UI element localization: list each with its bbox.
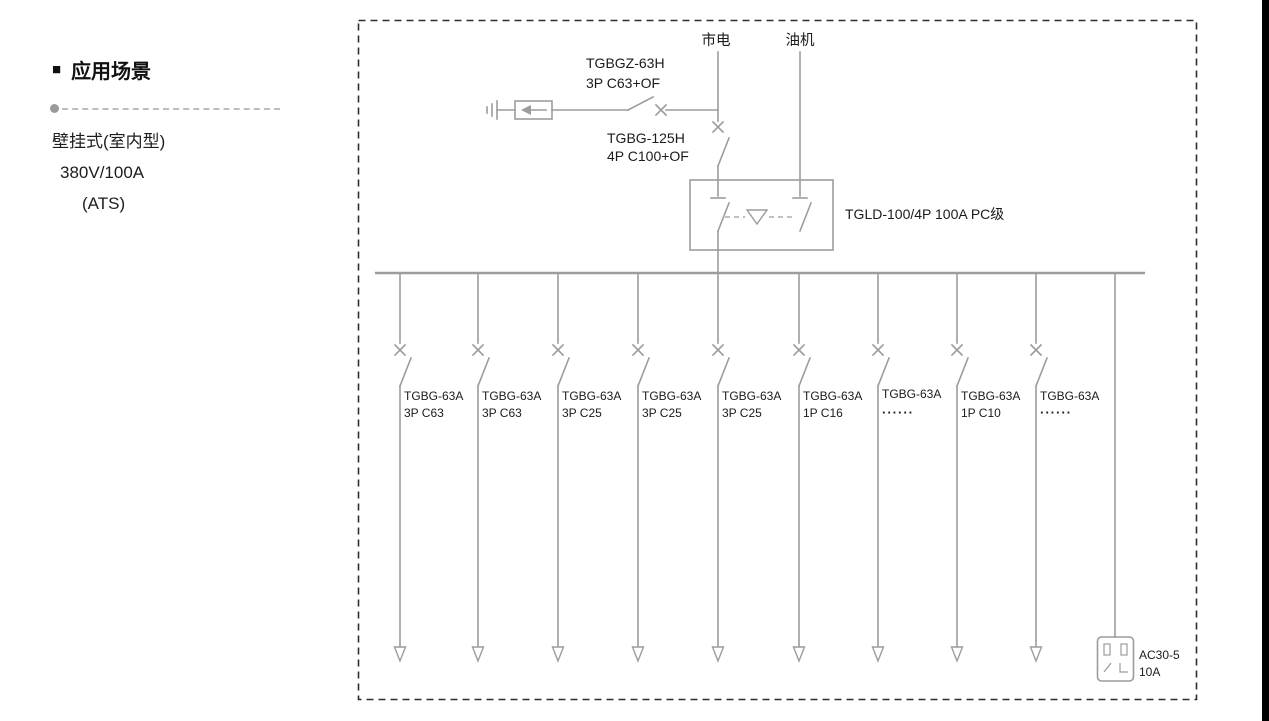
rating-label: 380V/100A (60, 163, 145, 182)
section-title: 应用场景 (71, 61, 152, 83)
feeder-model-label: TGBG-63A (722, 389, 781, 403)
feeder-group: TGBG-63A 3P C63 (393, 272, 463, 663)
dashed-divider (50, 104, 280, 113)
feeder-group: TGBG-63A 1P C10 (950, 272, 1020, 663)
feeder-spec-label: 3P C25 (642, 406, 682, 420)
feeder-model-label: TGBG-63A (404, 389, 463, 403)
spd-breaker-model: TGBGZ-63H (586, 55, 665, 71)
feeder-group: TGBG-63A ······ (871, 272, 941, 663)
ats-label-left: (ATS) (82, 194, 126, 213)
feeder-arrow-icon (711, 646, 725, 663)
main-breaker-model: TGBG-125H (607, 130, 685, 146)
mains-label: 市电 (702, 32, 731, 49)
main-breaker-spec: 4P C100+OF (607, 148, 689, 164)
feeder-arrow-icon (871, 646, 885, 663)
mount-type-label: 壁挂式(室内型) (52, 132, 166, 151)
generator-label: 油机 (786, 32, 815, 49)
feeder-group: TGBG-63A 3P C63 (471, 272, 541, 663)
feeder-spec-label: 3P C25 (722, 406, 762, 420)
feeder-arrow-icon (471, 646, 485, 663)
feeder-group: TGBG-63A 1P C16 (792, 272, 862, 663)
feeder-model-label: TGBG-63A (803, 389, 862, 403)
main-breaker-icon (711, 120, 731, 197)
ats-model-label: TGLD-100/4P 100A PC级 (845, 206, 1004, 222)
feeder-spec-label: 3P C25 (562, 406, 602, 420)
feeder-group: TGBG-63A 3P C25 (711, 272, 781, 663)
feeder-arrow-icon (950, 646, 964, 663)
diagram-border (357, 19, 1198, 701)
socket-spec-label: 10A (1139, 665, 1160, 679)
feeder-model-label: TGBG-63A (961, 389, 1020, 403)
feeder-spec-label: 3P C63 (404, 406, 444, 420)
square-bullet-icon: ■ (52, 61, 62, 78)
feeder-arrow-icon (1029, 646, 1043, 663)
feeder-group: TGBG-63A 3P C25 (551, 272, 621, 663)
feeder-spec-label: ······ (1040, 405, 1072, 420)
socket-feeder-group: AC30-5 10A (1096, 272, 1180, 682)
page-edge-strip (1262, 0, 1269, 721)
socket-icon (1096, 636, 1135, 682)
ground-icon (486, 100, 498, 120)
ats-box (689, 179, 834, 251)
feeder-spec-label: 1P C16 (803, 406, 843, 420)
section-heading: ■ 应用场景 (52, 55, 312, 84)
feeder-arrow-icon (551, 646, 565, 663)
ats-motor-icon (725, 209, 793, 226)
spd-breaker-icon (626, 95, 719, 117)
main-breaker-label: TGBG-125H 4P C100+OF (607, 130, 689, 164)
feeder-spec-label: 1P C10 (961, 406, 1001, 420)
feeder-group: TGBG-63A 3P C25 (631, 272, 701, 663)
left-panel: ■ 应用场景 壁挂式(室内型) 380V/100A (ATS) (50, 55, 312, 214)
feeder-spec-label: 3P C63 (482, 406, 522, 420)
feeder-arrow-icon (393, 646, 407, 663)
feeder-model-label: TGBG-63A (882, 387, 941, 401)
feeder-model-label: TGBG-63A (562, 389, 621, 403)
ats-left-switch-icon (710, 197, 731, 233)
feeder-arrow-icon (792, 646, 806, 663)
ats-right-switch-icon (792, 197, 813, 233)
divider-dot-icon (50, 104, 59, 113)
feeder-group: TGBG-63A ······ (1029, 272, 1099, 663)
feeder-arrow-icon (631, 646, 645, 663)
feeder-model-label: TGBG-63A (1040, 389, 1099, 403)
feeder-spec-label: ······ (882, 405, 914, 420)
feeder-model-label: TGBG-63A (482, 389, 541, 403)
spd-icon (514, 100, 553, 120)
spd-breaker-label: TGBGZ-63H 3P C63+OF (586, 55, 665, 91)
socket-model-label: AC30-5 (1139, 648, 1180, 662)
spd-breaker-spec: 3P C63+OF (586, 75, 660, 91)
feeder-model-label: TGBG-63A (642, 389, 701, 403)
